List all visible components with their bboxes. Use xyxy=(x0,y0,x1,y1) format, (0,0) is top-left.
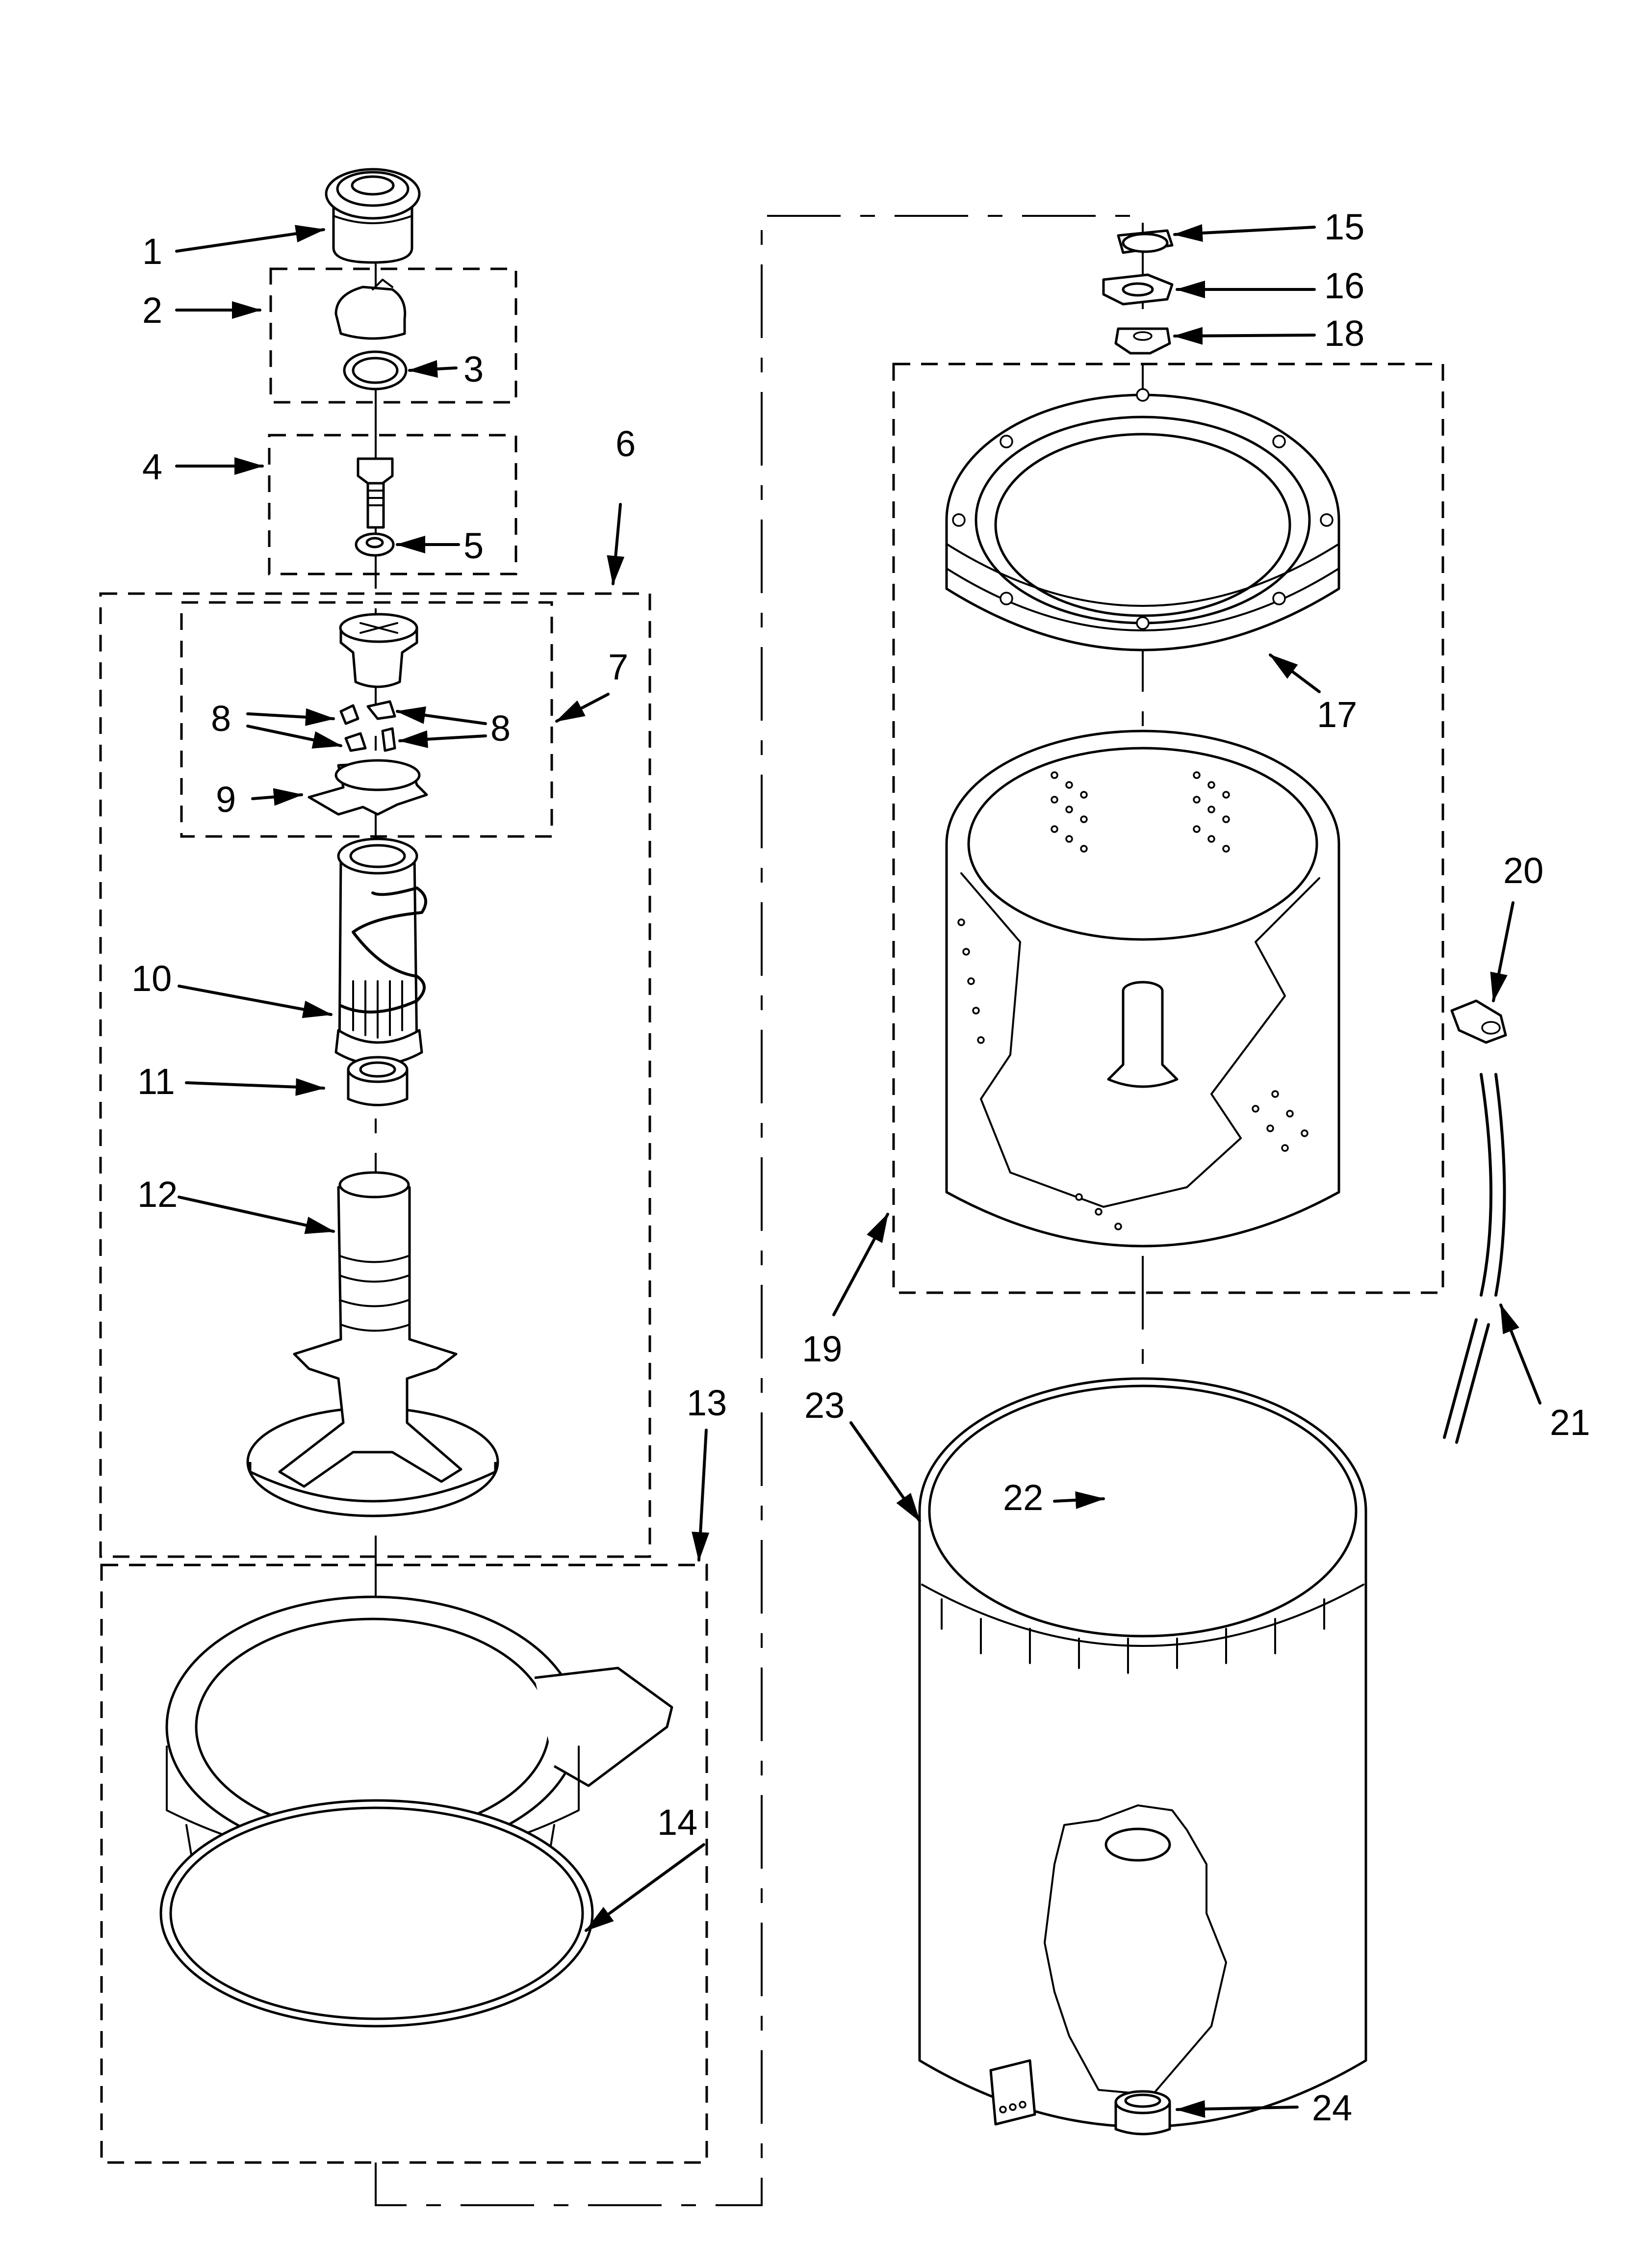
callout-12: 12 xyxy=(137,1174,178,1215)
callout-11: 11 xyxy=(137,1061,175,1102)
part-10-barrel xyxy=(334,837,427,1066)
callout-9: 9 xyxy=(216,779,236,820)
group-box-4 xyxy=(268,434,517,575)
callout-8-right: 8 xyxy=(490,708,511,749)
part-14-seal xyxy=(159,1799,594,2028)
part-19-basket xyxy=(945,730,1340,1248)
callout-2: 2 xyxy=(142,290,162,331)
callout-5: 5 xyxy=(463,525,484,566)
callout-8-left: 8 xyxy=(211,698,231,739)
callout-20: 20 xyxy=(1503,850,1543,891)
callout-15: 15 xyxy=(1324,207,1364,247)
part-15-nut xyxy=(1117,229,1174,254)
part-20-clip xyxy=(1450,999,1507,1044)
group-box-13 xyxy=(100,1564,708,2164)
callout-7: 7 xyxy=(608,647,628,687)
part-18-nut xyxy=(1114,327,1171,355)
part-1-cap xyxy=(325,168,421,264)
part-7-cam xyxy=(339,613,418,688)
part-4-bolt xyxy=(357,457,394,529)
callout-24: 24 xyxy=(1312,2087,1352,2128)
part-16-clip xyxy=(1102,273,1174,306)
part-5-washer xyxy=(355,532,395,557)
callout-21: 21 xyxy=(1550,1402,1590,1443)
callout-18: 18 xyxy=(1324,313,1364,354)
part-12-agitator-base xyxy=(246,1171,499,1517)
callout-22: 22 xyxy=(1003,1477,1043,1518)
part-2-insert xyxy=(334,279,407,340)
callout-10: 10 xyxy=(131,958,172,999)
callout-13: 13 xyxy=(687,1382,727,1423)
part-23-outer-tub xyxy=(918,1377,1367,2128)
callout-19: 19 xyxy=(802,1329,842,1369)
callout-17: 17 xyxy=(1317,694,1357,735)
part-24-plug xyxy=(1114,2090,1171,2136)
group-box-2 xyxy=(269,267,517,404)
callout-3: 3 xyxy=(463,349,484,390)
leader-arrows xyxy=(175,224,1541,2118)
callout-14: 14 xyxy=(657,1802,697,1843)
group-box-19 xyxy=(892,363,1444,1294)
part-9-retainer xyxy=(308,759,428,816)
connector-line xyxy=(375,215,1144,2206)
part-17-balance-ring xyxy=(945,388,1340,652)
callout-1: 1 xyxy=(142,231,162,272)
part-8-dogs xyxy=(339,700,396,752)
callout-23: 23 xyxy=(804,1385,845,1426)
callout-4: 4 xyxy=(142,446,162,487)
part-21-hose xyxy=(1443,1073,1506,1444)
callout-16: 16 xyxy=(1324,265,1364,306)
basket-perforations xyxy=(957,771,1308,1230)
callout-6: 6 xyxy=(616,423,636,464)
part-3-o-ring xyxy=(343,350,408,391)
part-13-tub-ring xyxy=(165,1595,673,1909)
part-11-bearing xyxy=(347,1056,409,1106)
